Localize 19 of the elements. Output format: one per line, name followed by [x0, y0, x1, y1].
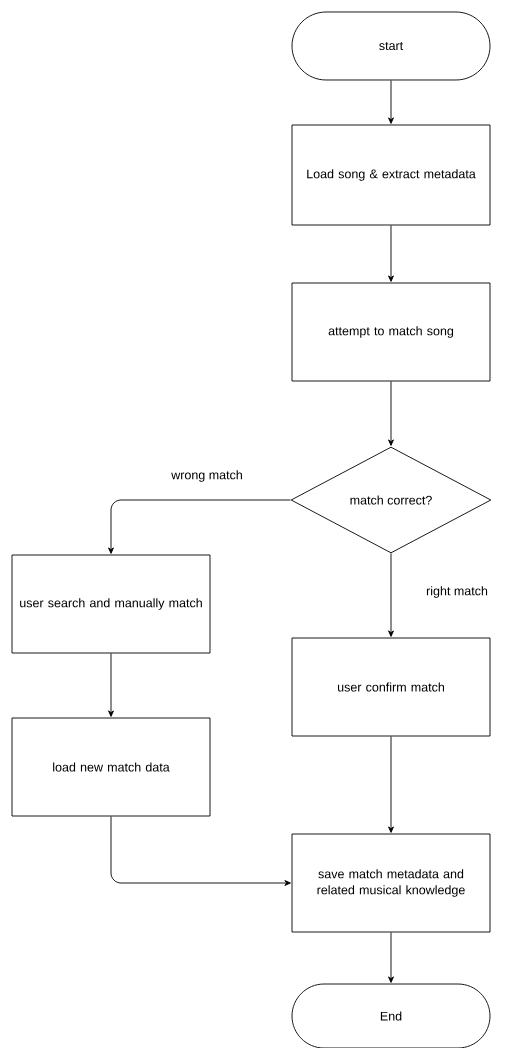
process-box: load new match data	[11, 717, 211, 817]
process-box: save match metadata and related musical knowledge	[291, 833, 491, 933]
edge-label: right match	[425, 585, 489, 599]
process-box: Load song & extract metadata	[291, 124, 491, 226]
arrow	[388, 225, 394, 282]
arrow	[388, 80, 394, 124]
edge-label: wrong match	[170, 469, 244, 483]
arrow	[110, 816, 291, 886]
process-box: attempt to match song	[291, 282, 491, 382]
arrow	[388, 553, 394, 637]
arrow	[388, 932, 394, 983]
process-box: user search and manually match	[11, 554, 211, 654]
terminal-box: End	[291, 983, 491, 1048]
process-box: user confirm match	[291, 637, 491, 737]
terminal-box: start	[291, 11, 491, 81]
arrow	[388, 381, 394, 446]
arrow	[108, 499, 291, 554]
arrow	[108, 653, 114, 717]
arrow	[388, 736, 394, 833]
